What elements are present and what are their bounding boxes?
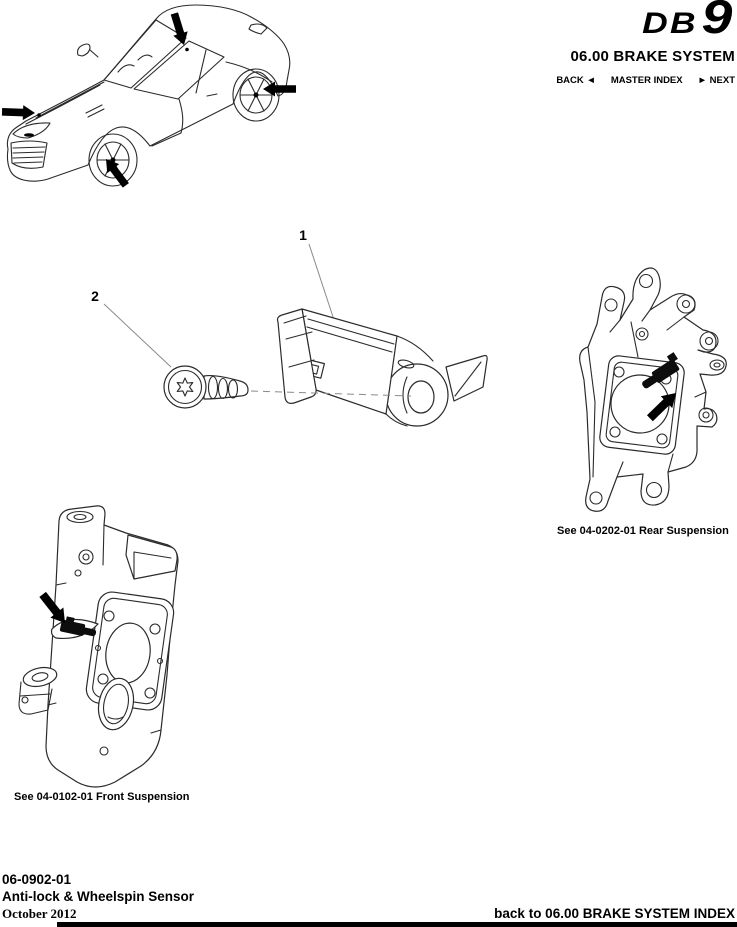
front-suspension-caption: See 04-0102-01 Front Suspension <box>14 791 190 803</box>
front-knuckle-illustration <box>18 505 179 788</box>
rear-wheel <box>232 68 280 122</box>
torx-screw-illustration <box>163 365 249 409</box>
rear-abs-sensor-installed <box>642 352 680 389</box>
back-triangle-icon: ◄ <box>586 75 596 86</box>
document-title: Anti-lock & Wheelspin Sensor <box>2 888 195 904</box>
document-number: 06-0902-01 <box>2 872 72 887</box>
back-to-index-link[interactable]: back to 06.00 BRAKE SYSTEM INDEX <box>494 906 735 921</box>
logo-db-text: DB <box>642 7 699 40</box>
torx-star-detail <box>176 377 194 397</box>
car-body-outline <box>6 4 291 182</box>
hood-sensor-dot <box>37 113 41 117</box>
db9-logo: DB9 <box>524 0 735 46</box>
document-date: October 2012 <box>2 906 77 921</box>
header-nav: BACK ◄ MASTER INDEX ► NEXT <box>556 75 735 86</box>
front-wheel <box>88 133 138 187</box>
front-abs-sensor-installed <box>59 616 97 637</box>
roof-sensor-dot <box>185 47 189 52</box>
nav-back-link[interactable]: BACK ◄ <box>556 75 596 86</box>
rear-knuckle-illustration <box>579 267 727 512</box>
callout-2-screw: 2 <box>91 288 99 304</box>
page-header: DB9 06.00 BRAKE SYSTEM BACK ◄ MASTER IND… <box>556 0 735 86</box>
nav-master-index-link[interactable]: MASTER INDEX <box>610 75 683 86</box>
rear-suspension-caption: See 04-0202-01 Rear Suspension <box>557 525 729 537</box>
abs-sensor-illustration <box>276 308 488 427</box>
callout-1-sensor: 1 <box>299 227 307 243</box>
next-triangle-icon: ► <box>697 75 708 86</box>
sensor-exploded-diagram: 1 2 <box>91 227 488 427</box>
footer-left: 06-0902-01 Anti-lock & Wheelspin Sensor … <box>2 872 194 923</box>
section-title: 06.00 BRAKE SYSTEM <box>570 48 735 65</box>
nav-next-link[interactable]: ► NEXT <box>697 75 735 86</box>
hood-arrow-icon <box>1 104 36 121</box>
bottom-edge-bar <box>57 922 737 927</box>
logo-9-text: 9 <box>701 0 735 43</box>
car-sensor-locations-illustration <box>1 4 296 190</box>
assembly-axis-dashed-line <box>250 390 412 397</box>
